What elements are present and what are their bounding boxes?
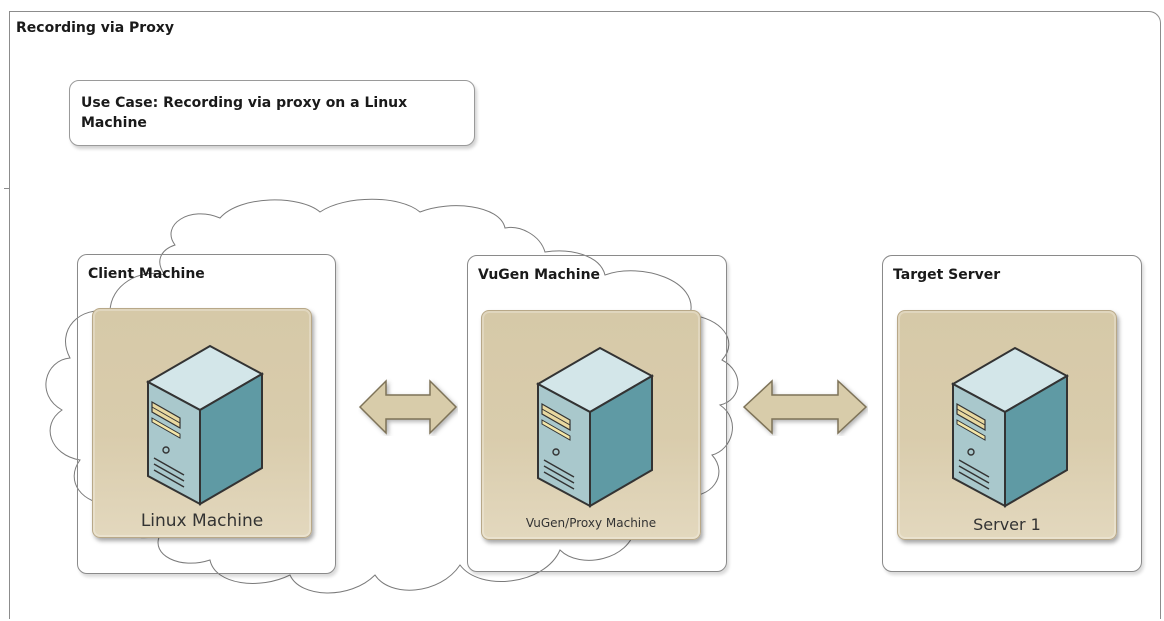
use-case-line-1: Use Case: Recording via proxy on a Linux	[81, 95, 408, 111]
use-case-line-2: Machine	[81, 115, 147, 131]
server-1-label: Server 1	[973, 515, 1041, 534]
frame-tick	[4, 188, 10, 189]
diagram-title: Recording via Proxy	[16, 20, 174, 36]
vugen-proxy-machine-label: VuGen/Proxy Machine	[525, 516, 657, 530]
server-icon	[145, 344, 265, 506]
linux-machine-tile: Linux Machine	[92, 308, 312, 538]
double-arrow-icon	[358, 379, 458, 435]
linux-machine-label: Linux Machine	[140, 511, 264, 531]
server-icon	[535, 346, 655, 508]
client-machine-label: Client Machine	[88, 266, 205, 282]
target-server-container: Target Server	[882, 255, 1142, 572]
vugen-machine-label: VuGen Machine	[478, 267, 601, 283]
double-arrow-icon	[742, 379, 868, 435]
server-icon	[950, 346, 1070, 508]
diagram-frame	[9, 11, 1161, 619]
target-server-label: Target Server	[893, 267, 1001, 283]
use-case-box: Use Case: Recording via proxy on a Linux…	[69, 80, 475, 146]
vugen-machine-container: VuGen Machine	[467, 255, 727, 572]
client-machine-container: Client Machine	[77, 254, 336, 574]
